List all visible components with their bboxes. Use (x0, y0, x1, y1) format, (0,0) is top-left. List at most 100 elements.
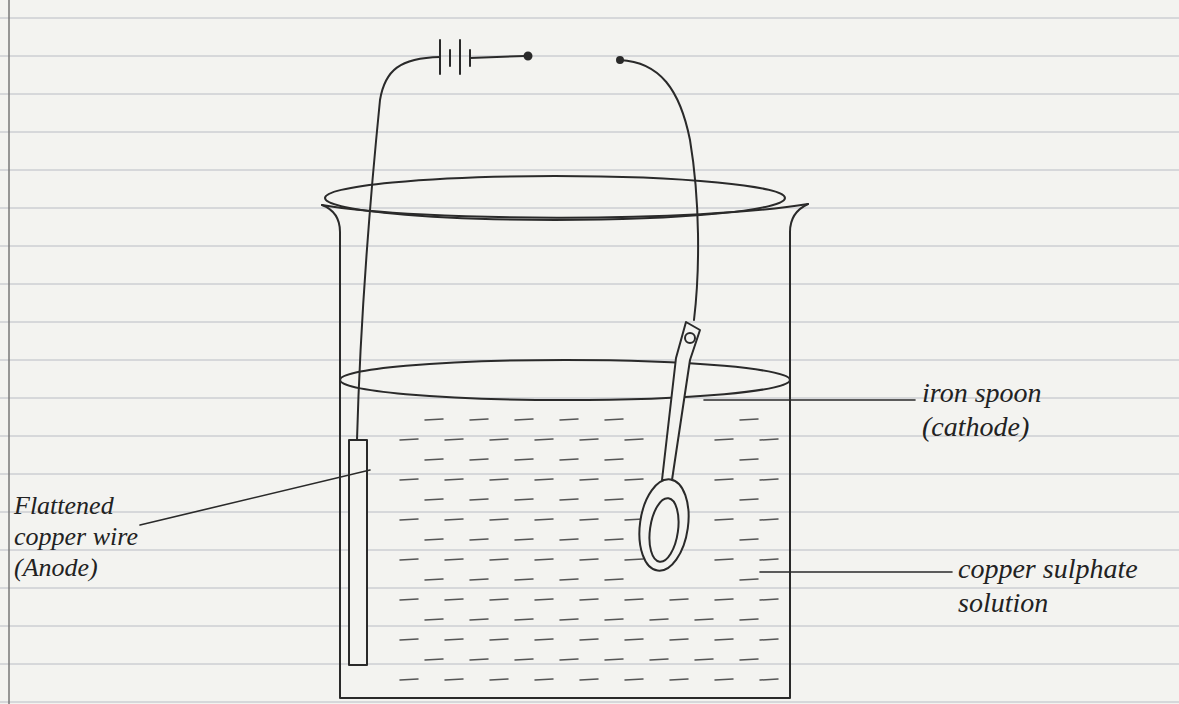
liquid-dash (580, 639, 598, 640)
liquid-dash (670, 639, 688, 640)
liquid-dash (400, 599, 418, 600)
liquid-dash (400, 439, 418, 440)
liquid-dash (490, 599, 508, 600)
ruled-line (0, 550, 1179, 551)
liquid-dash (515, 419, 533, 420)
liquid-dash (445, 599, 463, 600)
ruled-line (0, 246, 1179, 247)
liquid-dash (445, 679, 463, 680)
liquid-dash (740, 419, 758, 420)
liquid-dash (695, 659, 713, 660)
liquid-dash (490, 679, 508, 680)
liquid-dash (760, 519, 778, 520)
ruled-line (0, 664, 1179, 665)
leader-line (760, 571, 952, 573)
liquid-dash (760, 559, 778, 560)
liquid-dash (715, 519, 733, 520)
liquid-dash (470, 579, 488, 580)
beaker (322, 204, 808, 698)
liquid-dash (580, 479, 598, 480)
liquid-dash (625, 439, 643, 440)
wire (620, 60, 698, 320)
liquid-dash (740, 499, 758, 500)
liquid-dash (670, 679, 688, 680)
liquid-dash (650, 659, 668, 660)
liquid-dash (605, 419, 623, 420)
ruled-line (0, 702, 1179, 703)
iron-spoon (634, 322, 700, 574)
liquid-dash (760, 599, 778, 600)
liquid-dash (560, 499, 578, 500)
liquid-dash (445, 439, 463, 440)
liquid-dash (740, 659, 758, 660)
solution-label: copper sulphate solution (958, 552, 1163, 619)
ruled-line (0, 512, 1179, 513)
liquid-dash (625, 679, 643, 680)
liquid-dash (535, 439, 553, 440)
liquid-dash (605, 619, 623, 620)
liquid-dash (535, 559, 553, 560)
liquid-dash (425, 499, 443, 500)
liquid-dash (515, 459, 533, 460)
liquid-dash (605, 659, 623, 660)
cathode-label: iron spoon (cathode) (922, 376, 1097, 443)
liquid-dash (580, 519, 598, 520)
wire (357, 57, 440, 440)
ruled-line (0, 170, 1179, 171)
liquid-dash (535, 519, 553, 520)
liquid-dash (515, 579, 533, 580)
ruled-line (0, 626, 1179, 627)
leader-line (704, 399, 915, 401)
liquid-dash (535, 479, 553, 480)
liquid-dash (470, 419, 488, 420)
liquid-dash (625, 639, 643, 640)
liquid-dash (580, 559, 598, 560)
liquid-dash (490, 439, 508, 440)
liquid-dash (560, 659, 578, 660)
ruled-line (0, 56, 1179, 57)
liquid-dash (490, 559, 508, 560)
liquid-dash (470, 499, 488, 500)
liquid-dash (560, 539, 578, 540)
liquid-dash (715, 479, 733, 480)
ruled-line (0, 208, 1179, 209)
liquid-dash (605, 579, 623, 580)
liquid-dash (445, 519, 463, 520)
liquid-dash (400, 519, 418, 520)
liquid-dash (400, 679, 418, 680)
liquid-dash (560, 579, 578, 580)
liquid-dash (740, 539, 758, 540)
liquid-dash (400, 479, 418, 480)
liquid-dash (760, 639, 778, 640)
liquid-dash (760, 479, 778, 480)
liquid-dash (425, 459, 443, 460)
anode-label: Flattened copper wire (Anode) (14, 490, 142, 584)
liquid-dash (425, 659, 443, 660)
liquid-dash (470, 619, 488, 620)
switch-symbol (470, 53, 623, 64)
liquid-dash (740, 579, 758, 580)
liquid-dash (425, 619, 443, 620)
liquid-texture (400, 419, 778, 680)
ruled-line (0, 132, 1179, 133)
liquid-dash (515, 539, 533, 540)
liquid-dash (490, 519, 508, 520)
liquid-dash (425, 419, 443, 420)
ruled-line (0, 94, 1179, 95)
liquid-dash (400, 639, 418, 640)
liquid-dash (695, 619, 713, 620)
liquid-dash (580, 439, 598, 440)
liquid-dash (625, 599, 643, 600)
liquid-dash (715, 639, 733, 640)
liquid-dash (470, 539, 488, 540)
liquid-dash (535, 679, 553, 680)
ruled-line (0, 322, 1179, 323)
liquid-dash (425, 539, 443, 540)
ruled-line (0, 18, 1179, 19)
liquid-dash (625, 479, 643, 480)
liquid-dash (715, 559, 733, 560)
liquid-dash (740, 459, 758, 460)
liquid-dash (425, 579, 443, 580)
liquid-dash (515, 499, 533, 500)
liquid-dash (580, 599, 598, 600)
